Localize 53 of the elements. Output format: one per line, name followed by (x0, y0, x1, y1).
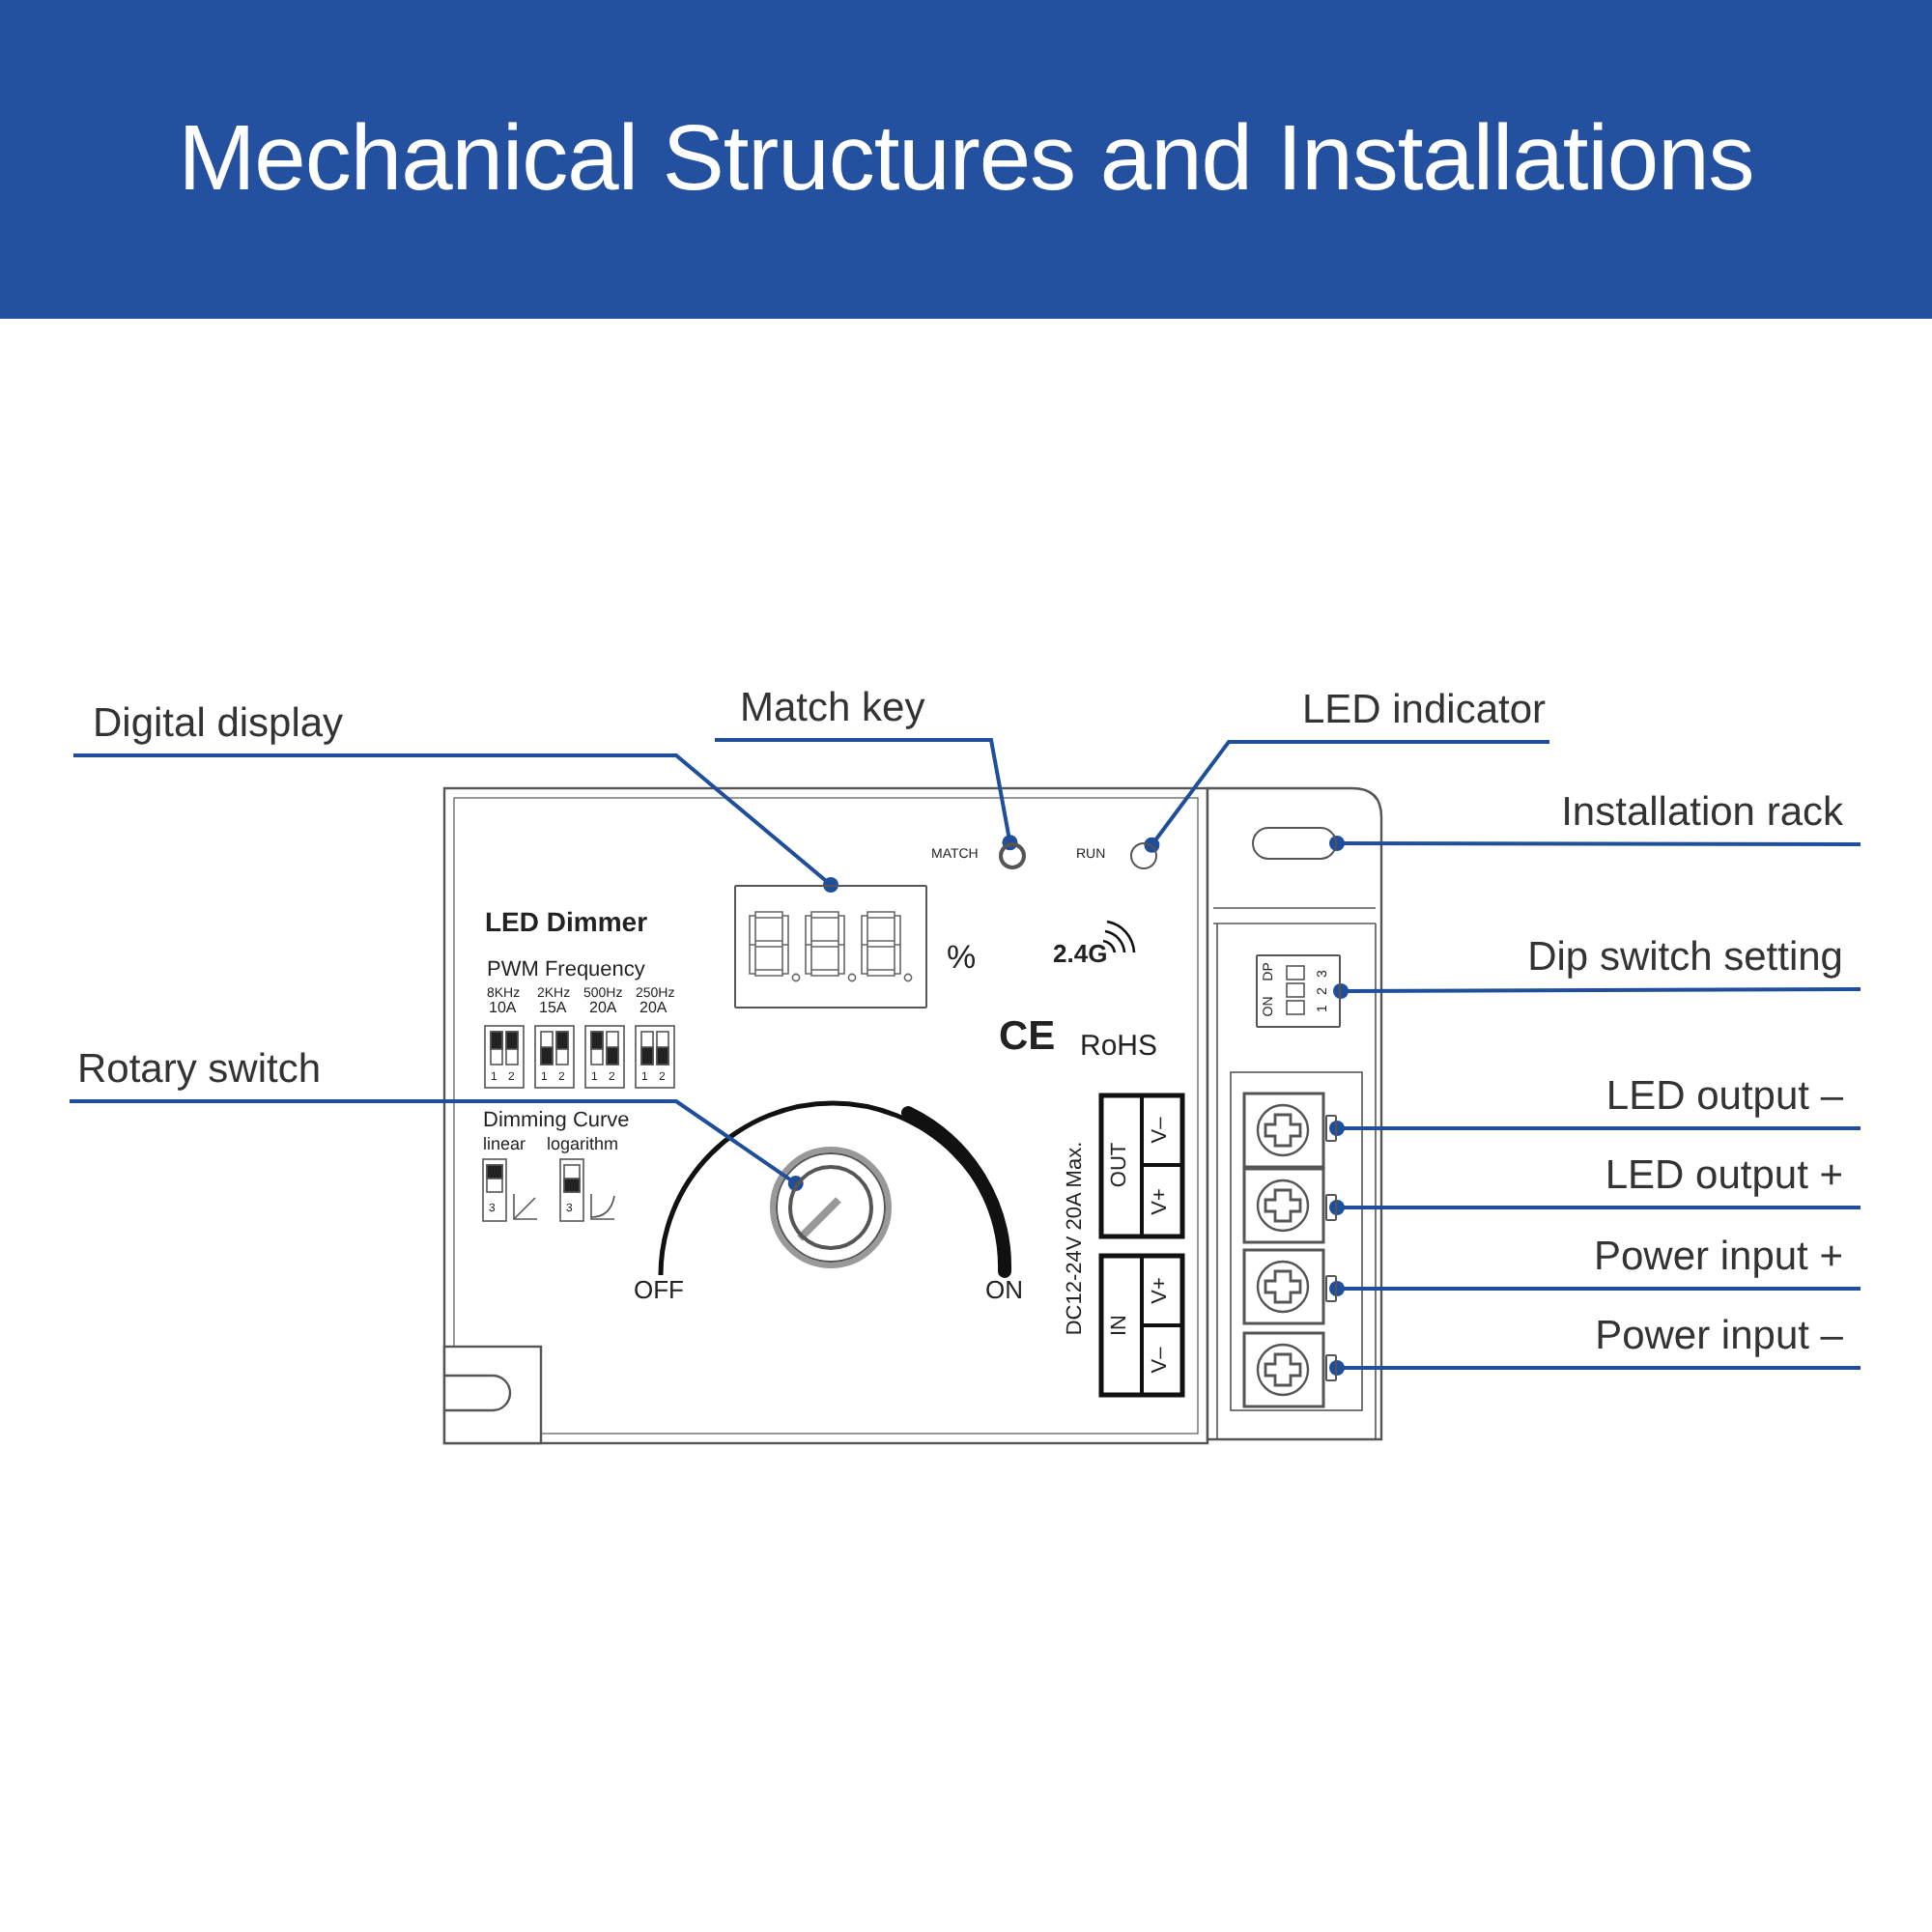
port-label: IN (1110, 1315, 1131, 1336)
rotary-knob (788, 1165, 873, 1250)
callout-label: LED output – (1605, 1074, 1843, 1121)
pin-label: V– (1151, 1117, 1172, 1144)
leader-line (1329, 1121, 1861, 1136)
current-label: 20A (639, 1001, 668, 1016)
wireless-label: 2.4G (1053, 941, 1108, 966)
match-key (999, 842, 1026, 869)
option-label: logarithm (547, 1136, 619, 1153)
leader-line (715, 738, 1018, 851)
callout-label: Power input + (1594, 1235, 1843, 1281)
terminal-tab (1325, 1115, 1337, 1142)
callout-label: Dip switch setting (1527, 935, 1843, 981)
certification-mark: CE (999, 1016, 1056, 1057)
leader-line (70, 1099, 804, 1192)
unit-label: % (947, 941, 977, 974)
port-label: OUT (1110, 1142, 1131, 1188)
leader-line (1329, 836, 1861, 851)
callout-label: Match key (740, 686, 925, 732)
pin-label: V+ (1151, 1277, 1172, 1304)
digital-display (734, 885, 927, 1009)
terminal-tab (1325, 1354, 1337, 1381)
callout-label: Rotary switch (77, 1047, 322, 1094)
option-label: linear (483, 1136, 526, 1153)
callout-label: Installation rack (1561, 790, 1843, 837)
leader-line (1329, 1360, 1861, 1376)
section-heading: Dimming Curve (483, 1111, 630, 1132)
current-label: 20A (589, 1001, 617, 1016)
callout-label: Power input – (1595, 1314, 1843, 1360)
rating-label: DC12-24V 20A Max. (1065, 1141, 1087, 1336)
current-label: 10A (489, 1001, 517, 1016)
callout-label: LED indicator (1301, 688, 1546, 734)
callout-label: LED output + (1605, 1153, 1843, 1200)
scale-label: ON (985, 1277, 1023, 1302)
indicator-light (1130, 842, 1157, 869)
section-heading: PWM Frequency (487, 960, 645, 981)
scale-label: OFF (634, 1277, 684, 1302)
terminal-tab (1325, 1275, 1337, 1302)
product-label: LED Dimmer (485, 908, 648, 935)
current-label: 15A (539, 1001, 567, 1016)
title: Mechanical Structures and Installations (178, 106, 1754, 213)
leader-line (1333, 983, 1861, 999)
leader-line (1329, 1200, 1861, 1215)
leader-line (1144, 740, 1549, 853)
certification-label: RoHS (1080, 1032, 1158, 1061)
dip-switch (1256, 954, 1341, 1028)
leader-line (73, 753, 838, 893)
callout-label: Digital display (93, 701, 344, 748)
leader-line (1329, 1281, 1861, 1296)
pin-label: V– (1151, 1347, 1172, 1374)
mounting-slot (1252, 827, 1337, 860)
pin-label: V+ (1151, 1188, 1172, 1215)
terminal-tab (1325, 1194, 1337, 1221)
